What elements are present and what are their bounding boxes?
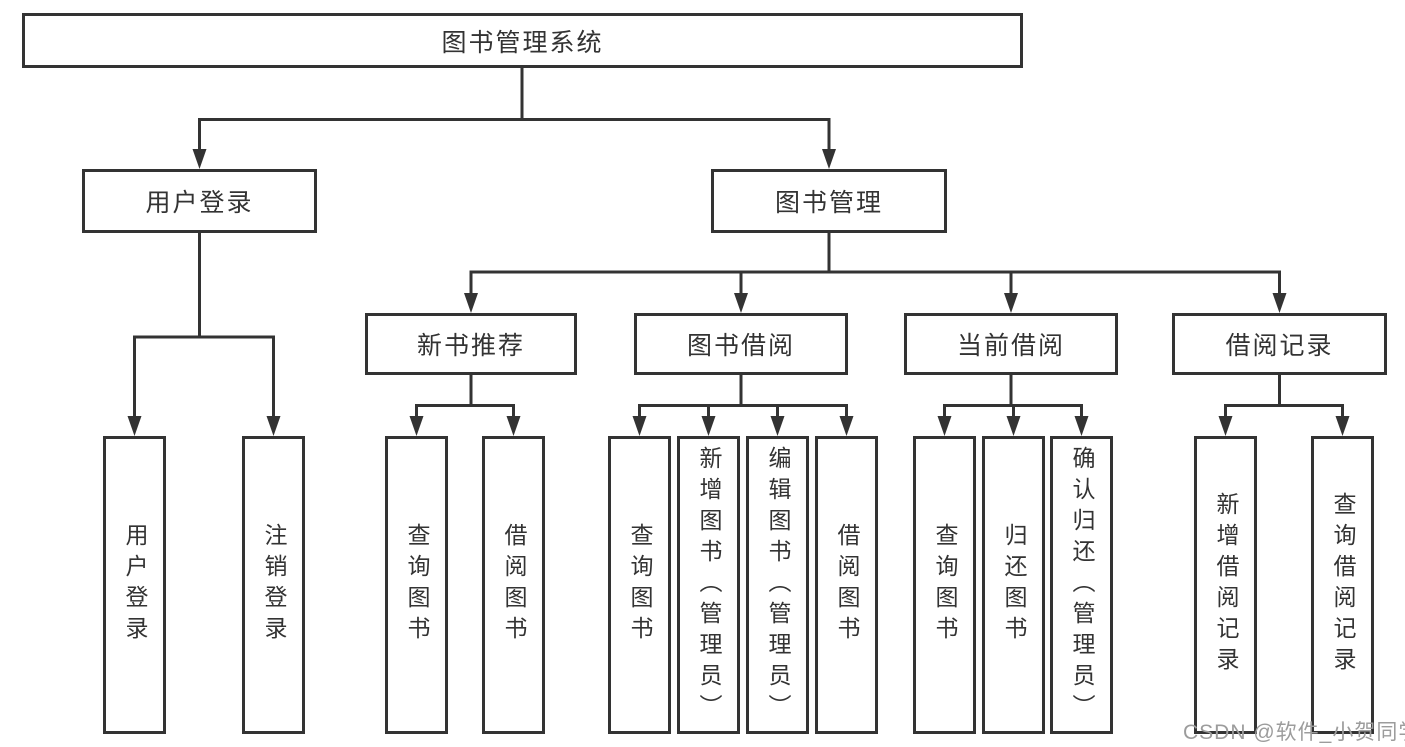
node-leaf-add-books-admin: 新增图书（管理员）	[677, 436, 740, 734]
node-label: 用户登录	[145, 189, 254, 217]
node-label: 新增借阅记录	[1213, 492, 1239, 678]
node-label: 当前借阅	[956, 332, 1065, 360]
node-label: 新增图书（管理员）	[696, 445, 722, 725]
node-label: 查询图书	[404, 523, 430, 647]
node-leaf-query-books-recommend: 查询图书	[385, 436, 448, 734]
node-label: 查询借阅记录	[1330, 492, 1356, 678]
node-leaf-user-login: 用户登录	[103, 436, 166, 734]
node-label: 注销登录	[261, 523, 287, 647]
node-user-login: 用户登录	[82, 169, 317, 233]
node-label: 新书推荐	[416, 332, 525, 360]
node-library-management-system: 图书管理系统	[22, 13, 1023, 68]
node-leaf-borrow-books-recommend: 借阅图书	[482, 436, 545, 734]
node-label: 用户登录	[122, 523, 148, 647]
node-label: 借阅图书	[501, 523, 527, 647]
node-borrowing-records: 借阅记录	[1172, 313, 1387, 375]
node-leaf-add-borrow-record: 新增借阅记录	[1194, 436, 1257, 734]
node-label: 编辑图书（管理员）	[765, 445, 791, 725]
csdn-watermark: CSDN @软件_小贺同学	[1183, 721, 1405, 744]
node-leaf-borrow-books-borrowing: 借阅图书	[815, 436, 878, 734]
node-book-borrowing: 图书借阅	[634, 313, 848, 375]
node-label: 图书管理	[774, 189, 883, 217]
node-leaf-confirm-return-admin: 确认归还（管理员）	[1050, 436, 1113, 734]
node-label: 图书管理系统	[441, 28, 604, 57]
node-label: 借阅记录	[1225, 332, 1334, 360]
arrowheads	[127, 149, 1350, 436]
node-label: 借阅图书	[834, 523, 860, 647]
node-current-borrowing: 当前借阅	[904, 313, 1118, 375]
node-label: 确认归还（管理员）	[1069, 445, 1095, 725]
node-book-management: 图书管理	[711, 169, 947, 233]
node-leaf-return-books: 归还图书	[982, 436, 1045, 734]
node-leaf-query-borrow-record: 查询借阅记录	[1311, 436, 1374, 734]
node-label: 查询图书	[627, 523, 653, 647]
node-label: 图书借阅	[686, 332, 795, 360]
node-leaf-edit-books-admin: 编辑图书（管理员）	[746, 436, 809, 734]
node-label: 归还图书	[1001, 523, 1027, 647]
node-leaf-query-books-current: 查询图书	[913, 436, 976, 734]
node-label: 查询图书	[932, 523, 958, 647]
node-new-book-recommend: 新书推荐	[365, 313, 577, 375]
node-leaf-logout-login: 注销登录	[242, 436, 305, 734]
node-leaf-query-books-borrowing: 查询图书	[608, 436, 671, 734]
